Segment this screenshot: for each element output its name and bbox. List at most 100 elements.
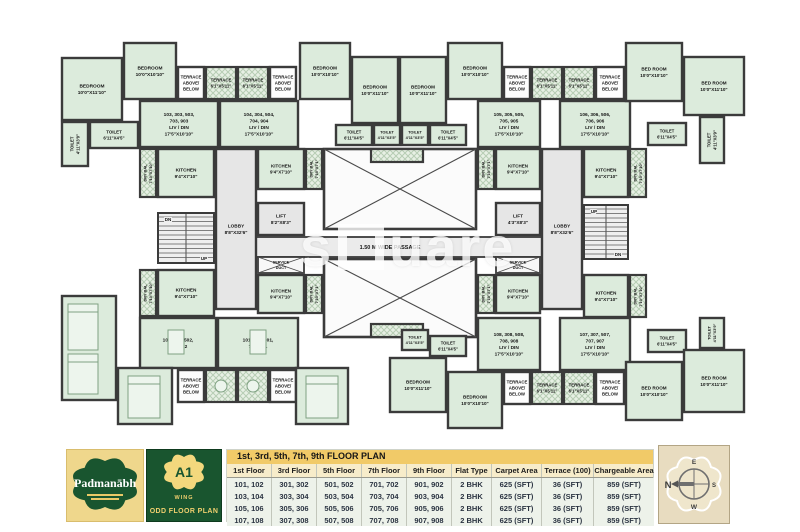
svg-text:UP: UP (591, 209, 597, 214)
bed-icon (305, 375, 339, 419)
plan-type-label: ODD FLOOR PLAN (149, 508, 219, 515)
svg-text:TOILET4'11"X3'5": TOILET4'11"X3'5" (406, 335, 425, 346)
toilet-103-small: TOILET4'11"X3'9" (60, 120, 90, 168)
wing-code: A1 (175, 464, 193, 480)
table-cell: 705, 706 (362, 502, 407, 514)
table-cell: 507, 508 (317, 514, 362, 526)
table-header-cell: Terrace (100) (542, 464, 594, 477)
toilet-107-small: TOILET4'11"X3'9" (698, 316, 726, 350)
drybal-lower-left: DRY BAL7'10"X7'1" (304, 273, 324, 315)
compass-letter-east: E (692, 459, 697, 466)
table-cell: 859 (SFT) (594, 490, 654, 502)
drybal-bottom-left: DRY BAL7'10"X7'10" (138, 268, 158, 318)
table-header-cell: 1st Floor (227, 464, 272, 477)
bed-icon (67, 353, 99, 395)
svg-text:DRY BAL7'10"X7'1": DRY BAL7'10"X7'1" (309, 284, 320, 303)
table-header-cell: Carpet Area (492, 464, 542, 477)
table-cell: 901, 902 (407, 478, 452, 490)
balcony-top (369, 147, 425, 164)
svg-text:DRY BAL7'10"X7'10": DRY BAL7'10"X7'10" (633, 162, 644, 183)
svg-text:TOILET4'11"X3'9": TOILET4'11"X3'9" (70, 134, 81, 154)
svg-text:TOILET4'11"X3'5": TOILET4'11"X3'5" (378, 130, 397, 141)
drybal-top-right: DRY BAL7'10"X7'10" (628, 147, 648, 199)
svg-text:DRY BAL7'10"X7'10": DRY BAL7'10"X7'10" (143, 282, 154, 303)
table-cell: 625 (SFT) (492, 478, 542, 490)
drybal-lower-right: DRY BAL7'10"X7'1" (476, 273, 496, 315)
brand-tagline-bar (87, 493, 123, 496)
drybal-mid-right: DRY BAL7'10"X7'1" (476, 147, 496, 191)
table-cell: 2 BHK (452, 502, 492, 514)
table-cell: 625 (SFT) (492, 490, 542, 502)
table-cell: 2 BHK (452, 478, 492, 490)
compass-letter-north: N (665, 480, 672, 491)
compass-rose: E S W N (665, 456, 722, 512)
table-cell: 859 (SFT) (594, 514, 654, 526)
table-cell: 859 (SFT) (594, 502, 654, 514)
svg-text:UP: UP (201, 256, 207, 261)
svg-text:TOILET4'11"X3'9": TOILET4'11"X3'9" (707, 130, 718, 150)
table-cell: 101, 102 (227, 478, 272, 490)
compass-letter-west: W (691, 504, 698, 511)
table-cell: 307, 308 (272, 514, 317, 526)
toilet-106-small: TOILET4'11"X3'9" (698, 115, 726, 165)
passage-label: 1.50 M WIDE PASSAGE (360, 245, 421, 251)
table-cell: 707, 708 (362, 514, 407, 526)
table-cell: 36 (SFT) (542, 514, 594, 526)
brand-tagline-bar (91, 497, 119, 500)
svg-text:DN: DN (615, 252, 622, 257)
brand-rosette-shape (73, 457, 137, 510)
